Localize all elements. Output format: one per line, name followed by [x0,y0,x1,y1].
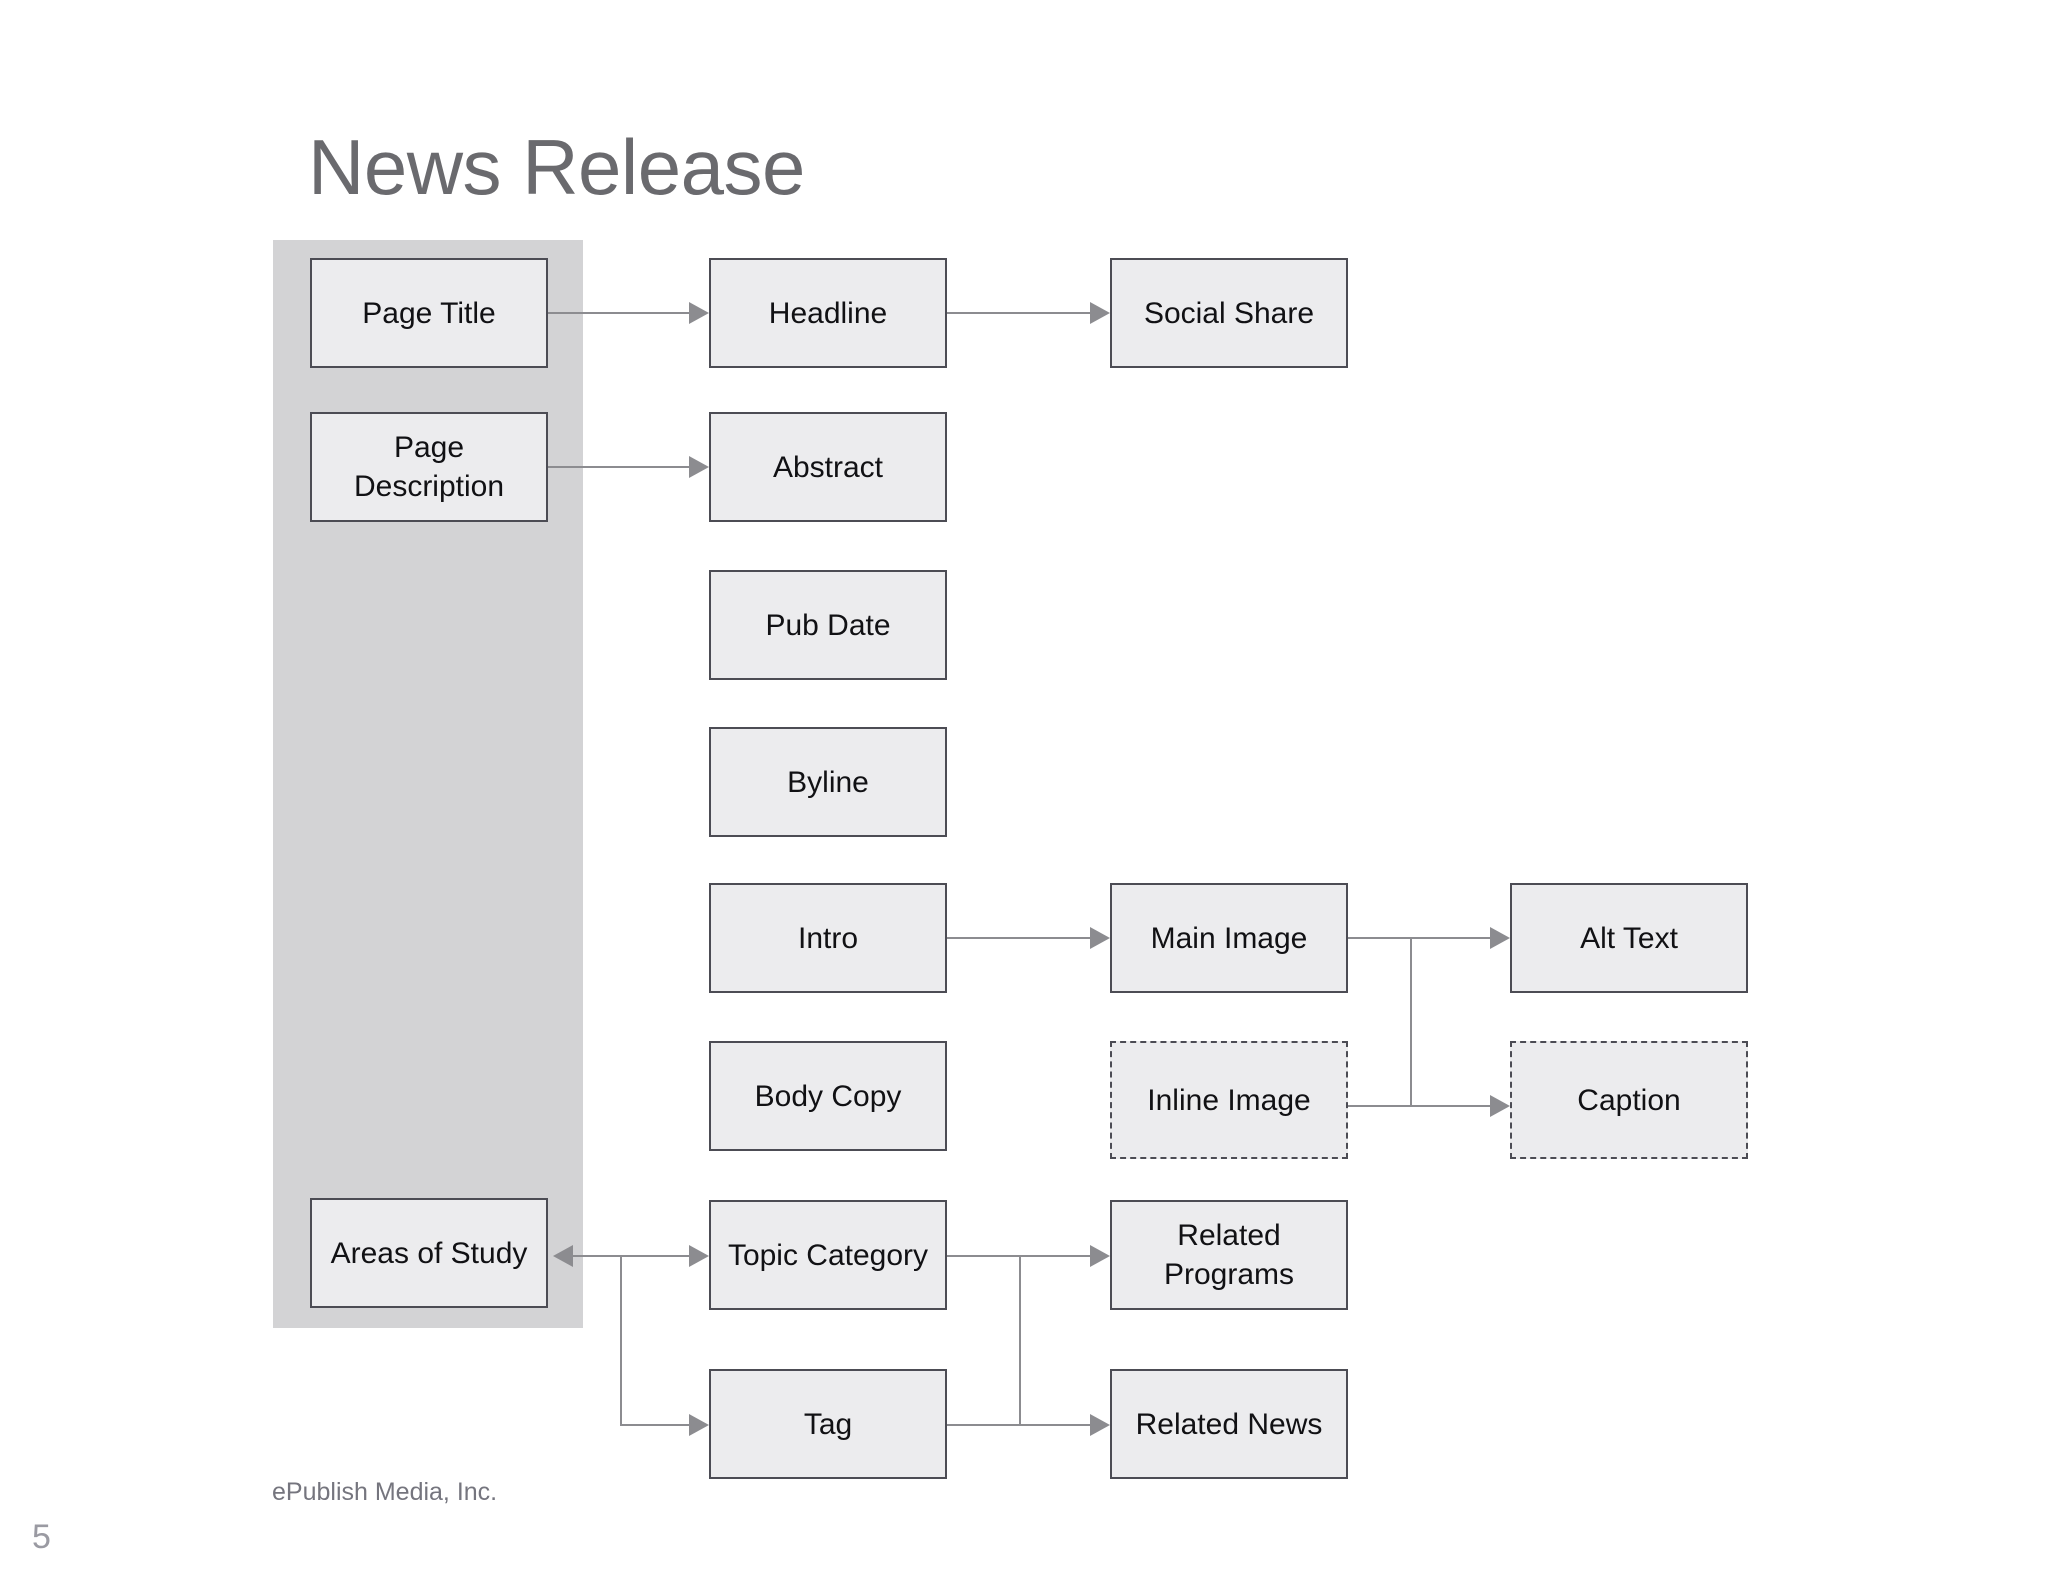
connector-branch-to-tag [620,1424,689,1426]
node-headline-label: Headline [768,296,888,330]
connector-topic-category-to-related-programs [947,1255,1090,1257]
node-areas-of-study[interactable]: Areas of Study [310,1198,548,1308]
node-related-programs[interactable]: Related Programs [1110,1200,1348,1310]
node-page-title-label: Page Title [362,296,496,330]
node-inline-image[interactable]: Inline Image [1110,1041,1348,1159]
node-related-news-label: Related News [1135,1407,1323,1441]
node-topic-category-label: Topic Category [727,1238,929,1272]
node-main-image-label: Main Image [1150,921,1308,955]
node-related-programs-label: Related Programs [1163,1219,1295,1291]
node-byline-label: Byline [787,765,869,799]
page-title: News Release [308,123,805,211]
node-page-description-label: Page Description [353,431,505,503]
connector-main-image-branch-vertical [1410,937,1412,1107]
connector-topic-tag-tie-vertical [1019,1255,1021,1426]
node-related-news[interactable]: Related News [1110,1369,1348,1479]
node-headline[interactable]: Headline [709,258,947,368]
node-abstract-label: Abstract [772,450,884,484]
arrowhead-alt-text-in [1490,927,1510,949]
connector-inline-image-to-caption [1347,1105,1490,1107]
node-page-title[interactable]: Page Title [310,258,548,368]
highlight-column [273,240,583,1328]
node-alt-text-label: Alt Text [1580,921,1678,955]
connector-areas-branch-vertical [620,1255,622,1426]
node-areas-of-study-label: Areas of Study [330,1236,528,1270]
node-caption-label: Caption [1577,1083,1681,1117]
arrowhead-main-image-in [1090,927,1110,949]
node-intro-label: Intro [797,921,859,955]
arrowhead-related-news-in [1090,1414,1110,1436]
node-social-share[interactable]: Social Share [1110,258,1348,368]
footer-credit: ePublish Media, Inc. [272,1478,498,1506]
arrowhead-related-programs-in [1090,1245,1110,1267]
connector-intro-to-main-image [947,937,1090,939]
node-social-share-label: Social Share [1143,296,1315,330]
node-intro[interactable]: Intro [709,883,947,993]
node-pub-date-label: Pub Date [765,608,891,642]
page-number: 5 [32,1518,51,1556]
node-tag-label: Tag [803,1407,853,1441]
node-main-image[interactable]: Main Image [1110,883,1348,993]
arrowhead-social-share-in [1090,302,1110,324]
arrowhead-tag-in [689,1414,709,1436]
node-inline-image-label: Inline Image [1147,1083,1311,1117]
node-alt-text[interactable]: Alt Text [1510,883,1748,993]
connector-tag-to-related-news [947,1424,1090,1426]
connector-page-description-to-abstract [548,466,689,468]
node-page-description[interactable]: Page Description [310,412,548,522]
connector-areas-of-study-to-topic-category [573,1255,689,1257]
node-pub-date[interactable]: Pub Date [709,570,947,680]
node-byline[interactable]: Byline [709,727,947,837]
node-abstract[interactable]: Abstract [709,412,947,522]
node-topic-category[interactable]: Topic Category [709,1200,947,1310]
arrowhead-areas-of-study-in [553,1245,573,1267]
arrowhead-headline-in [689,302,709,324]
connector-page-title-to-headline [548,312,689,314]
node-body-copy-label: Body Copy [754,1079,902,1113]
node-caption[interactable]: Caption [1510,1041,1748,1159]
connector-main-image-to-alt-text [1347,937,1490,939]
node-body-copy[interactable]: Body Copy [709,1041,947,1151]
connector-headline-to-social-share [947,312,1090,314]
arrowhead-topic-category-in [689,1245,709,1267]
arrowhead-caption-in [1490,1095,1510,1117]
arrowhead-abstract-in [689,456,709,478]
node-tag[interactable]: Tag [709,1369,947,1479]
